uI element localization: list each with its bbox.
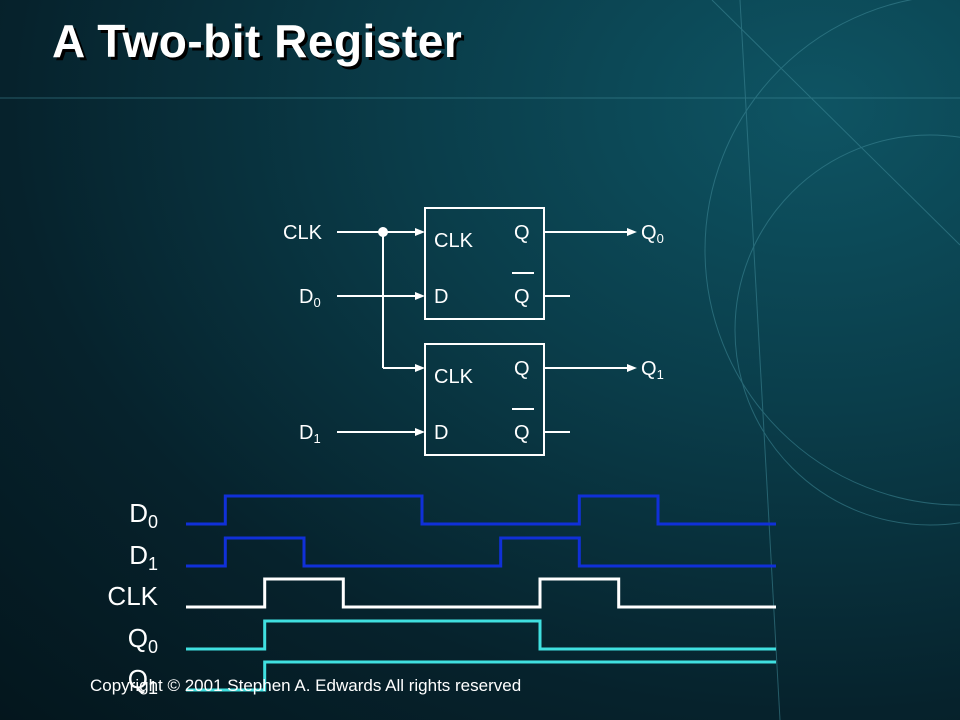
waveform-d0 [186,494,776,526]
ff1-d-pin-label: D [434,422,448,444]
waveform-label-q0: Q0 [128,623,158,657]
ff0-q-pin-label: Q [514,222,530,244]
ff1-q-pin-label: Q [514,358,530,380]
circuit-wires [337,231,628,433]
slide-title: A Two-bit Register [52,15,463,67]
flipflop-1 [424,343,545,456]
wire-arrowheads [415,228,637,436]
waveform-clk [186,577,776,609]
clock-junction-dot [378,227,388,237]
ff1-qbar-pin-label: Q [514,422,530,444]
waveform-label-q1: Q1 [128,664,158,698]
clk-input-label: CLK [283,222,323,244]
ff0-qbar-pin-label: Q [514,286,530,308]
waveform-label-clk: CLK [107,581,158,611]
ff0-d-pin-label: D [434,286,448,308]
waveform-d1 [186,536,776,568]
ff1-clk-pin-label: CLK [434,366,474,388]
d1-input-label: D1 [299,422,321,446]
ff0-clk-pin-label: CLK [434,230,474,252]
waveform-label-d0: D0 [129,498,158,532]
waveform-q1 [186,660,776,692]
q0-output-label: Q0 [641,222,664,246]
flipflop-0 [424,207,545,320]
waveform-q0 [186,619,776,651]
waveform-label-d1: D1 [129,540,158,574]
copyright-notice: Copyright © 2001 Stephen A. Edwards All … [90,676,522,695]
register-circuit: CLK D0 D1 Q0 Q1 CLK D Q Q CLK D Q Q [283,207,664,456]
q1-output-label: Q1 [641,358,664,382]
d0-input-label: D0 [299,286,321,310]
